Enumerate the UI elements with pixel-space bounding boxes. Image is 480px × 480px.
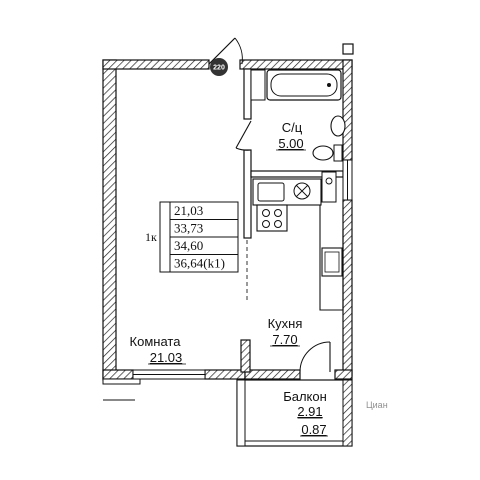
kitchen-sink xyxy=(257,182,285,202)
apartment-number-badge: 220 xyxy=(210,58,228,76)
entry-door-arc xyxy=(234,37,243,65)
balcony-ledge xyxy=(102,378,141,385)
area-table-row: 21,03 xyxy=(174,203,203,218)
bathroom-area: 5.00 xyxy=(278,136,303,151)
watermark-text: Циан xyxy=(366,400,388,410)
right-wall-bottom xyxy=(342,199,353,377)
bathroom-door xyxy=(235,120,252,151)
top-wall-right xyxy=(239,59,353,70)
exterior-walls xyxy=(102,43,354,381)
stove-burner-4 xyxy=(274,220,282,228)
bathroom-label: С/ц xyxy=(282,120,303,135)
left-wall xyxy=(102,59,117,381)
kitchen-counter-right xyxy=(287,204,344,311)
riser-box xyxy=(250,69,266,101)
area-table-rooms-label: 1к xyxy=(145,230,157,244)
bathroom-fixtures xyxy=(250,69,346,162)
bathroom-door-arc xyxy=(235,147,252,151)
balcony-label: Балкон xyxy=(283,389,327,404)
area-table-row: 34,60 xyxy=(174,238,203,253)
kitchen-bottom-wall-right xyxy=(334,369,353,380)
partition-middle xyxy=(243,149,252,239)
windows xyxy=(132,159,353,380)
kitchen-label: Кухня xyxy=(268,316,303,331)
kitchen-area: 7.70 xyxy=(272,332,297,347)
room-labels: С/ц 5.00 Кухня 7.70 Комната 21.03 Балкон… xyxy=(130,120,328,437)
partition-lower xyxy=(240,339,251,373)
stove-burner-3 xyxy=(262,220,270,228)
apartment-number: 220 xyxy=(213,65,225,72)
bottom-wall-left xyxy=(102,369,134,380)
area-table-row: 33,73 xyxy=(174,221,203,236)
bathtub-drain-icon xyxy=(327,83,331,87)
balcony-area: 2.91 xyxy=(297,404,322,419)
entry-door-leaf xyxy=(208,37,236,65)
area-table-row: 36,64(k1) xyxy=(174,256,225,271)
kitchen-bottom-wall xyxy=(244,369,301,380)
right-wall-top xyxy=(342,59,353,161)
living-room-area: 21.03 xyxy=(150,350,183,365)
wm-cross-b xyxy=(295,184,309,198)
stove-burner-1 xyxy=(262,209,270,217)
bathroom-door-leaf xyxy=(235,120,252,149)
stove xyxy=(256,204,288,232)
partition-upper xyxy=(243,68,252,120)
kitchen-fixtures xyxy=(252,171,344,311)
balcony-door xyxy=(299,341,331,373)
balcony-slab xyxy=(236,379,353,447)
boiler-knob xyxy=(325,177,333,185)
area-table: 1к 21,03 33,73 34,60 36,64(k1) xyxy=(145,201,239,273)
balcony-column xyxy=(342,379,353,447)
balcony-door-arc xyxy=(299,341,331,373)
balcony-area-coef: 0.87 xyxy=(301,422,326,437)
boiler xyxy=(321,171,337,203)
fridge-inner xyxy=(324,251,340,273)
toilet-tank xyxy=(333,144,343,162)
balcony xyxy=(102,378,353,447)
badge-circle xyxy=(210,58,228,76)
entry-door xyxy=(208,37,243,65)
balcony-side-wall xyxy=(236,379,246,447)
bottom-wall-mid xyxy=(204,369,246,380)
sink xyxy=(330,115,346,137)
top-wall-left xyxy=(102,59,210,70)
living-room-label: Комната xyxy=(130,334,182,349)
toilet-bowl xyxy=(312,145,334,161)
bathtub-inner xyxy=(270,73,338,97)
stove-burner-2 xyxy=(274,209,282,217)
column-top-right xyxy=(342,43,354,55)
